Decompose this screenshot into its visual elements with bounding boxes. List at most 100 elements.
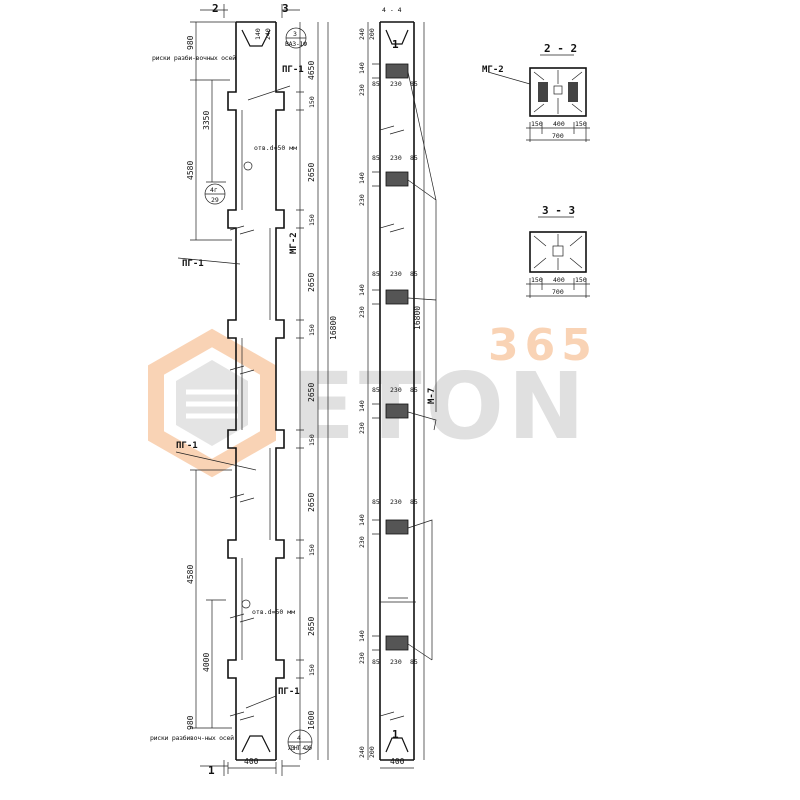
section-2-2: 2 - 2 МГ-2 150 400 150 700 xyxy=(482,42,590,142)
s3-dim-1: 400 xyxy=(553,276,565,284)
label-pg1-c: ПГ-1 xyxy=(176,441,198,451)
label-pg1-b: ПГ-1 xyxy=(182,259,204,269)
callout-3-sub: ВАЗ-1Ф xyxy=(285,40,307,48)
dim-width-1: 400 xyxy=(244,757,259,766)
ins-dim-a-0: 85 xyxy=(372,80,380,88)
dim-right-1: 150 xyxy=(308,96,316,108)
watermark-number: 365 xyxy=(488,320,598,371)
dim-left-1: 3350 xyxy=(202,111,211,130)
section-2-2-mark: МГ-2 xyxy=(482,65,504,75)
section-4-4-title: 4 - 4 xyxy=(382,6,402,14)
cut-label-1: 1 xyxy=(208,764,215,777)
dim-right-6: 2650 xyxy=(307,383,316,402)
dim-left-3: 4580 xyxy=(186,565,195,584)
ins-dim-b-2: 85 xyxy=(410,154,418,162)
c2-width: 400 xyxy=(390,757,405,766)
dim-right-9: 150 xyxy=(308,544,316,556)
dim-right-12: 1600 xyxy=(307,711,316,730)
side-dim-c-1: 140 xyxy=(358,284,366,296)
cut-label-2-top: 2 xyxy=(212,2,219,15)
top-mark-1: 1 xyxy=(392,38,399,51)
section-3-3-title: 3 - 3 xyxy=(542,204,575,217)
dim-top-1: 240 xyxy=(264,28,272,40)
bottom-mark-1: 1 xyxy=(392,728,399,741)
watermark-brand: ETON xyxy=(292,353,589,460)
side-dim-f-0: 230 xyxy=(358,652,366,664)
s2-dim-0: 150 xyxy=(531,120,543,128)
c2-bottom-dim-1: 200 xyxy=(368,746,376,758)
cut-label-3-top: 3 xyxy=(282,2,289,15)
side-dim-f-1: 140 xyxy=(358,630,366,642)
dim-right-4: 2650 xyxy=(307,273,316,292)
side-dim-d-0: 230 xyxy=(358,422,366,434)
dim-left-0: 980 xyxy=(186,35,195,50)
dim-left-5: 980 xyxy=(186,715,195,730)
section-2-2-title: 2 - 2 xyxy=(544,42,577,55)
dim-left-2: 4580 xyxy=(186,161,195,180)
side-dim-e-0: 230 xyxy=(358,536,366,548)
ins-dim-d-1: 230 xyxy=(390,386,402,394)
ins-dim-c-0: 85 xyxy=(372,270,380,278)
ins-dim-f-0: 85 xyxy=(372,658,380,666)
s3-dim-0: 150 xyxy=(531,276,543,284)
ins-dim-a-1: 230 xyxy=(390,80,402,88)
side-dim-b-1: 140 xyxy=(358,172,366,184)
s3-total: 700 xyxy=(552,288,564,296)
s2-dim-1: 400 xyxy=(553,120,565,128)
dim-top-0: 140 xyxy=(254,28,262,40)
ins-dim-f-2: 85 xyxy=(410,658,418,666)
c2-top-dim-1: 200 xyxy=(368,28,376,40)
label-risk-bottom: риски разбивоч-ных осей xyxy=(150,734,234,742)
ins-dim-b-0: 85 xyxy=(372,154,380,162)
label-hole-1: отв.d=50 мм xyxy=(254,144,297,152)
dim-right-2: 2650 xyxy=(307,163,316,182)
side-dim-e-1: 140 xyxy=(358,514,366,526)
callout-4g-sub: 29 xyxy=(211,196,219,204)
label-risk-top: риски разби-вочных осей xyxy=(152,54,236,62)
s2-total: 700 xyxy=(552,132,564,140)
c2-top-dim-0: 240 xyxy=(358,28,366,40)
side-dim-b-0: 230 xyxy=(358,194,366,206)
ins-dim-e-0: 85 xyxy=(372,498,380,506)
column-elevation-1: 2 3 1 980 3350 4580 4580 4000 980 4650 1… xyxy=(150,2,338,777)
c2-bottom-dim-0: 240 xyxy=(358,746,366,758)
dim-right-5: 150 xyxy=(308,324,316,336)
c2-mark: М-7 xyxy=(427,388,437,404)
ins-dim-e-1: 230 xyxy=(390,498,402,506)
section-3-3: 3 - 3 150 400 150 700 xyxy=(526,204,590,298)
side-dim-c-0: 230 xyxy=(358,306,366,318)
label-pg1-a: ПГ-1 xyxy=(282,65,304,75)
ins-dim-b-1: 230 xyxy=(390,154,402,162)
ins-dim-f-1: 230 xyxy=(390,658,402,666)
column-section-4-4: 1 1 85 230 85 85 230 85 85 230 85 xyxy=(358,6,437,769)
label-pg1-d: ПГ-1 xyxy=(278,687,300,697)
c2-total: 16800 xyxy=(413,306,422,330)
s2-dim-2: 150 xyxy=(575,120,587,128)
label-mg2: МГ-2 xyxy=(289,232,299,254)
label-hole-2: отв.d=50 мм xyxy=(252,608,295,616)
ins-dim-a-2: 85 xyxy=(410,80,418,88)
dim-right-7: 150 xyxy=(308,434,316,446)
dim-left-4: 4000 xyxy=(202,653,211,672)
side-dim-d-1: 140 xyxy=(358,400,366,412)
dim-right-3: 150 xyxy=(308,214,316,226)
callout-3: 3 xyxy=(293,30,297,38)
side-dim-a-0: 230 xyxy=(358,84,366,96)
dim-right-8: 2650 xyxy=(307,493,316,512)
ins-dim-c-1: 230 xyxy=(390,270,402,278)
callout-4-sub: ЛЗНТ 420 xyxy=(288,744,312,752)
dim-right-11: 150 xyxy=(308,664,316,676)
callout-4: 4 xyxy=(297,734,301,742)
callout-4g: 4г xyxy=(210,186,218,194)
ins-dim-e-2: 85 xyxy=(410,498,418,506)
ins-dim-d-0: 85 xyxy=(372,386,380,394)
watermark-logo: 365 ETON xyxy=(148,320,598,478)
side-dim-a-1: 140 xyxy=(358,62,366,74)
ins-dim-d-2: 85 xyxy=(410,386,418,394)
dim-total-1: 16800 xyxy=(329,316,338,340)
ins-dim-c-2: 85 xyxy=(410,270,418,278)
dim-right-0: 4650 xyxy=(307,61,316,80)
dim-right-10: 2650 xyxy=(307,617,316,636)
s3-dim-2: 150 xyxy=(575,276,587,284)
